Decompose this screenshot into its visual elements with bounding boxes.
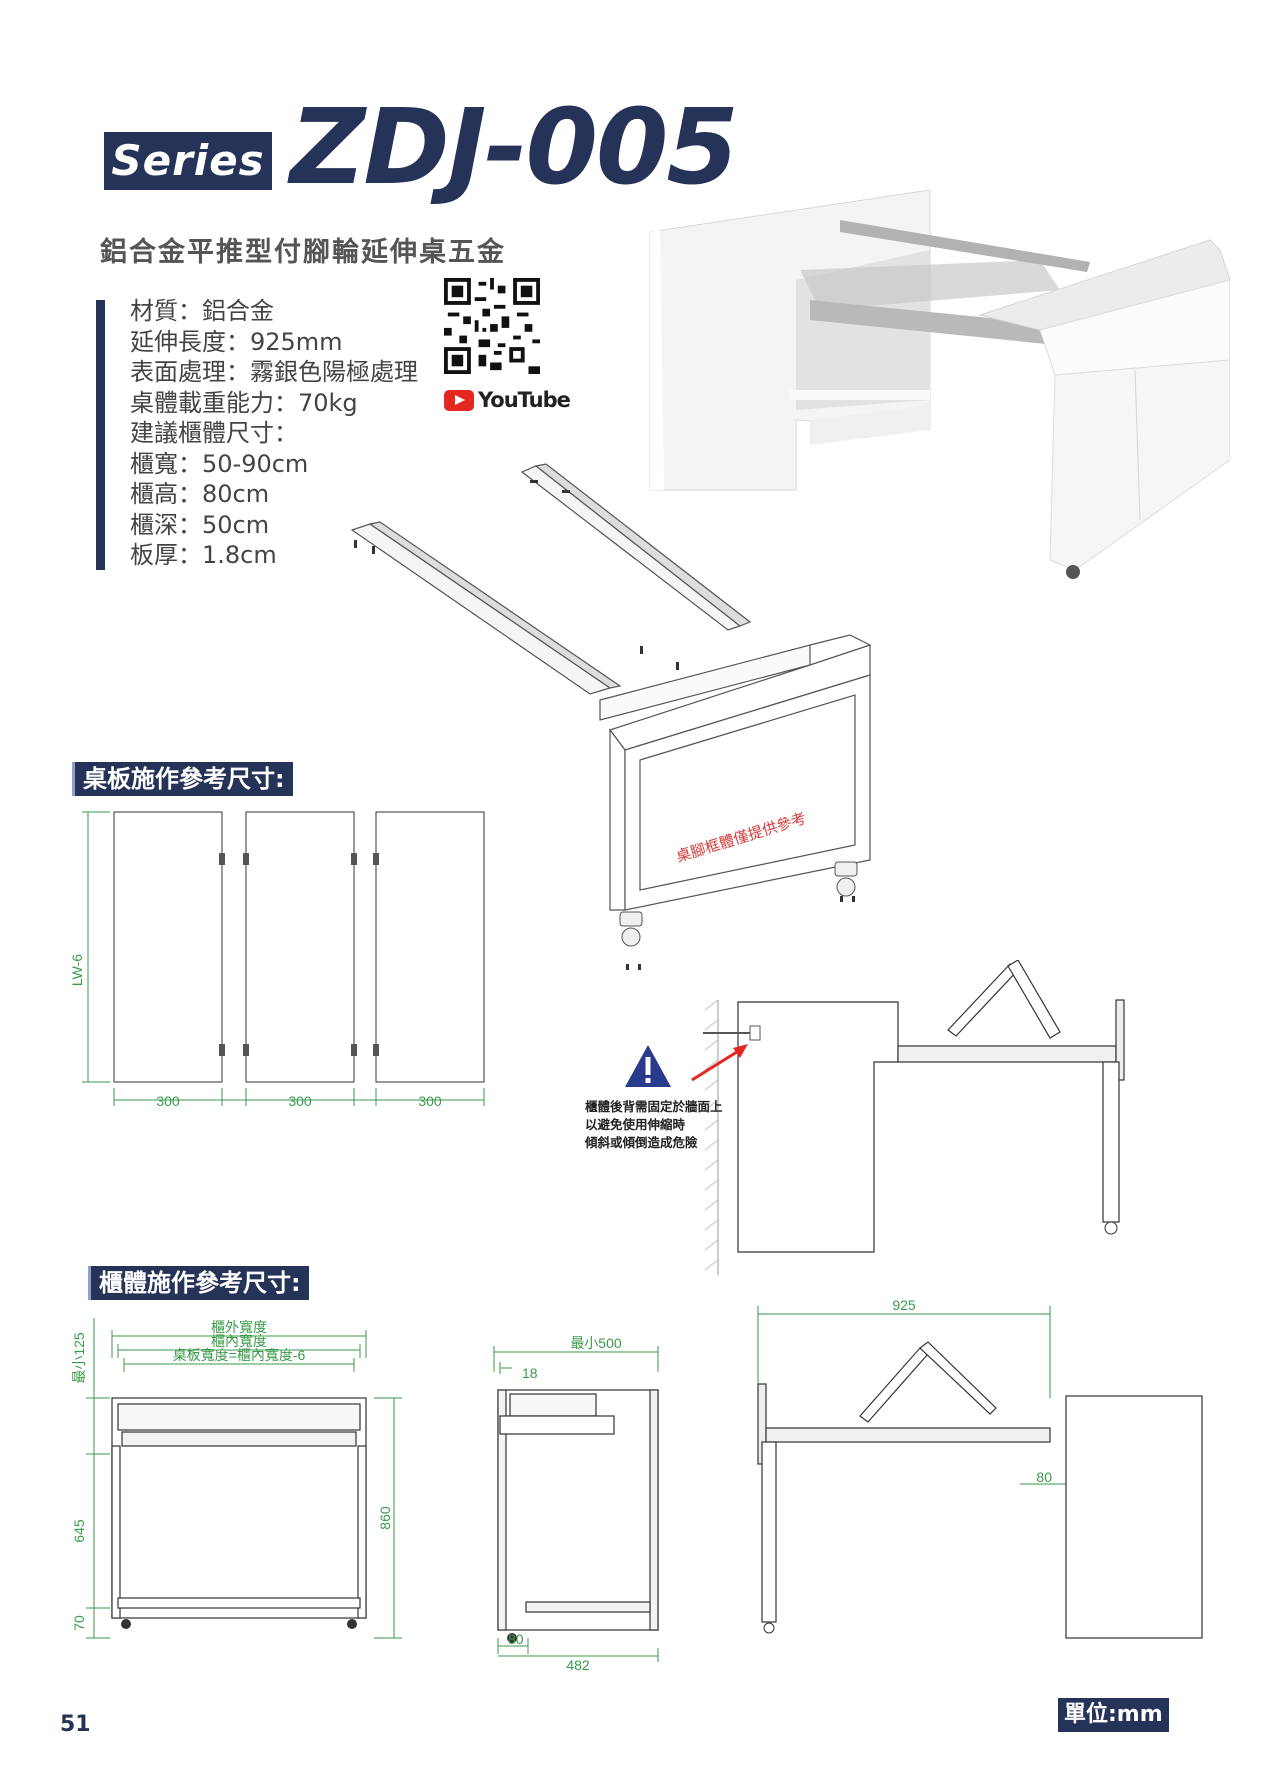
slide-rail-upper bbox=[840, 220, 1090, 272]
assembly-diagram: 桌腳框體僅提供參考 bbox=[350, 463, 871, 970]
tabletop-folded bbox=[947, 963, 1019, 1037]
youtube-label: YouTube bbox=[478, 388, 571, 412]
youtube-link[interactable]: YouTube bbox=[444, 388, 571, 412]
product-subtitle: 鋁合金平推型付腳輪延伸桌五金 bbox=[100, 237, 506, 268]
total-height-label: 860 bbox=[377, 1506, 393, 1530]
spec-item: 櫃高：80cm bbox=[130, 480, 270, 508]
slide-rail-extended bbox=[897, 1045, 1117, 1063]
caster-wheel bbox=[121, 1619, 131, 1629]
spec-item: 板厚：1.8cm bbox=[130, 541, 277, 569]
cabinet-body bbox=[111, 1397, 367, 1619]
table-leg bbox=[761, 1441, 777, 1623]
spec-accent-bar bbox=[96, 300, 105, 570]
warning-line: 傾斜或傾倒造成危險 bbox=[585, 1135, 698, 1150]
panel-width-label: 300 bbox=[288, 1093, 312, 1109]
section-tabletop-label: 桌板施作參考尺寸: bbox=[72, 762, 293, 796]
section-cabinet-label: 櫃體施作參考尺寸: bbox=[88, 1266, 309, 1300]
spec-item: 櫃深：50cm bbox=[130, 510, 270, 539]
tabletop-panels-diagram: LW-6 300 300 300 bbox=[70, 811, 485, 1109]
board-thickness-label: 18 bbox=[522, 1365, 538, 1381]
warning-arrow bbox=[691, 1048, 741, 1082]
extended-view-diagram: 925 80 bbox=[757, 1297, 1203, 1639]
body-height-label: 645 bbox=[71, 1519, 87, 1543]
tabletop-folded bbox=[859, 1347, 929, 1423]
panel-width-label: 300 bbox=[156, 1093, 180, 1109]
tabletop-panel bbox=[375, 811, 485, 1083]
warning-line: 櫃體後背需固定於牆面上 bbox=[585, 1099, 723, 1114]
qr-code-icon[interactable] bbox=[444, 278, 540, 374]
caster-wheel-right bbox=[834, 861, 858, 877]
spec-item: 桌體載重能力：70kg bbox=[130, 388, 358, 417]
caster-wheel bbox=[507, 1633, 517, 1643]
extension-length-label: 925 bbox=[892, 1297, 916, 1313]
panel-width-label: 300 bbox=[418, 1093, 442, 1109]
slide-rail-right bbox=[520, 465, 742, 631]
cabinet-depth-label: 482 bbox=[566, 1657, 590, 1672]
rail-offset-label: 80 bbox=[508, 1631, 524, 1647]
unit-badge: 單位:mm bbox=[1058, 1698, 1169, 1732]
caster-wheel bbox=[347, 1619, 357, 1629]
slide-rail-left bbox=[350, 523, 612, 695]
page-number: 51 bbox=[60, 1712, 91, 1737]
product-render bbox=[649, 190, 1230, 579]
spec-item: 延伸長度：925mm bbox=[130, 327, 343, 356]
slide-rail bbox=[499, 1415, 615, 1435]
spec-item: 表面處理：霧銀色陽極處理 bbox=[130, 358, 418, 386]
wall-anchor bbox=[749, 1025, 761, 1041]
inner-width-label: 櫃內寬度 bbox=[211, 1333, 267, 1349]
cabinet-side-diagram: 最小500 18 80 482 bbox=[493, 1335, 659, 1672]
cabinet-side bbox=[1065, 1395, 1203, 1639]
slide-rail-lower bbox=[810, 300, 1110, 350]
warning-text: 櫃體後背需固定於牆面上 以避免使用伸縮時 傾斜或傾倒造成危險 bbox=[585, 1098, 723, 1152]
warning-line: 以避免使用伸縮時 bbox=[585, 1117, 686, 1132]
top-gap-label: 最小125 bbox=[71, 1332, 87, 1384]
tabletop-panel bbox=[245, 811, 355, 1083]
tabletop-panel bbox=[113, 811, 223, 1083]
spec-item: 材質：鋁合金 bbox=[130, 297, 274, 325]
spec-item: 建議櫃體尺寸： bbox=[130, 419, 298, 447]
youtube-play-icon bbox=[444, 389, 474, 411]
min-depth-label: 最小500 bbox=[570, 1335, 622, 1351]
wall-mount-diagram bbox=[691, 960, 1125, 1275]
panel-length-label: LW-6 bbox=[70, 954, 85, 986]
cabinet-front-diagram: 櫃外寬度 櫃內寬度 桌板寬度=櫃內寬度-6 最小125 645 70 860 bbox=[71, 1318, 402, 1639]
extension-offset-label: 80 bbox=[1036, 1469, 1052, 1485]
caster-wheel-left bbox=[619, 911, 643, 927]
slide-rail bbox=[121, 1431, 357, 1447]
top-width-label: 桌板寬度=櫃內寬度-6 bbox=[173, 1347, 306, 1363]
outer-width-label: 櫃外寬度 bbox=[211, 1319, 267, 1335]
slide-rail-extended bbox=[765, 1427, 1051, 1443]
cabinet-section bbox=[737, 1001, 899, 1253]
series-badge: Series bbox=[104, 132, 272, 190]
spec-list: 材質：鋁合金 延伸長度：925mm 表面處理：霧銀色陽極處理 桌體載重能力：70… bbox=[130, 296, 418, 571]
warning-icon bbox=[625, 1045, 671, 1087]
caster-height-label: 70 bbox=[71, 1615, 87, 1631]
model-title: ZDJ-005 bbox=[290, 86, 739, 208]
spec-item: 櫃寬：50-90cm bbox=[130, 449, 309, 478]
